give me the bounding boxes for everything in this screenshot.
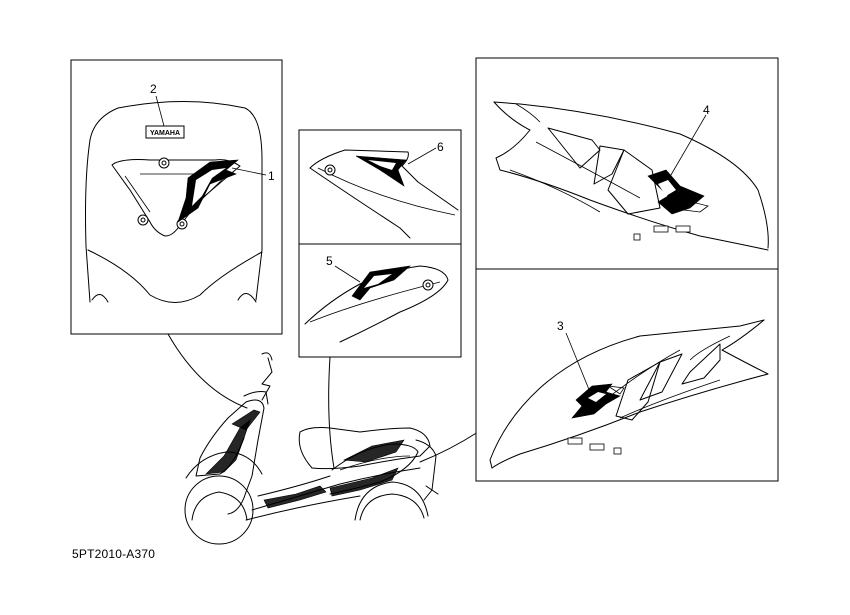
decal-part-3-icon xyxy=(571,383,625,419)
decal-part-6-icon xyxy=(355,155,407,187)
scooter-overview-illustration xyxy=(184,352,439,545)
side-cover-panel: 6 5 xyxy=(298,129,462,358)
left-side-cover-panel: 3 xyxy=(475,268,779,482)
callout-3: 3 xyxy=(557,319,564,333)
callout-5: 5 xyxy=(326,254,333,268)
callout-4: 4 xyxy=(703,103,710,117)
brand-emblem-label: YAMAHA xyxy=(150,130,180,137)
callout-2: 2 xyxy=(150,82,157,96)
right-side-cover-panel: 4 xyxy=(475,57,779,270)
callout-6: 6 xyxy=(437,140,444,154)
decal-part-1-icon xyxy=(177,159,239,223)
front-cover-panel: YAMAHA 2 1 xyxy=(70,59,283,335)
callout-1: 1 xyxy=(268,169,275,183)
decal-part-5-icon xyxy=(351,265,411,301)
leader-lines xyxy=(167,333,479,469)
drawing-reference-code: 5PT2010-A370 xyxy=(72,547,156,561)
